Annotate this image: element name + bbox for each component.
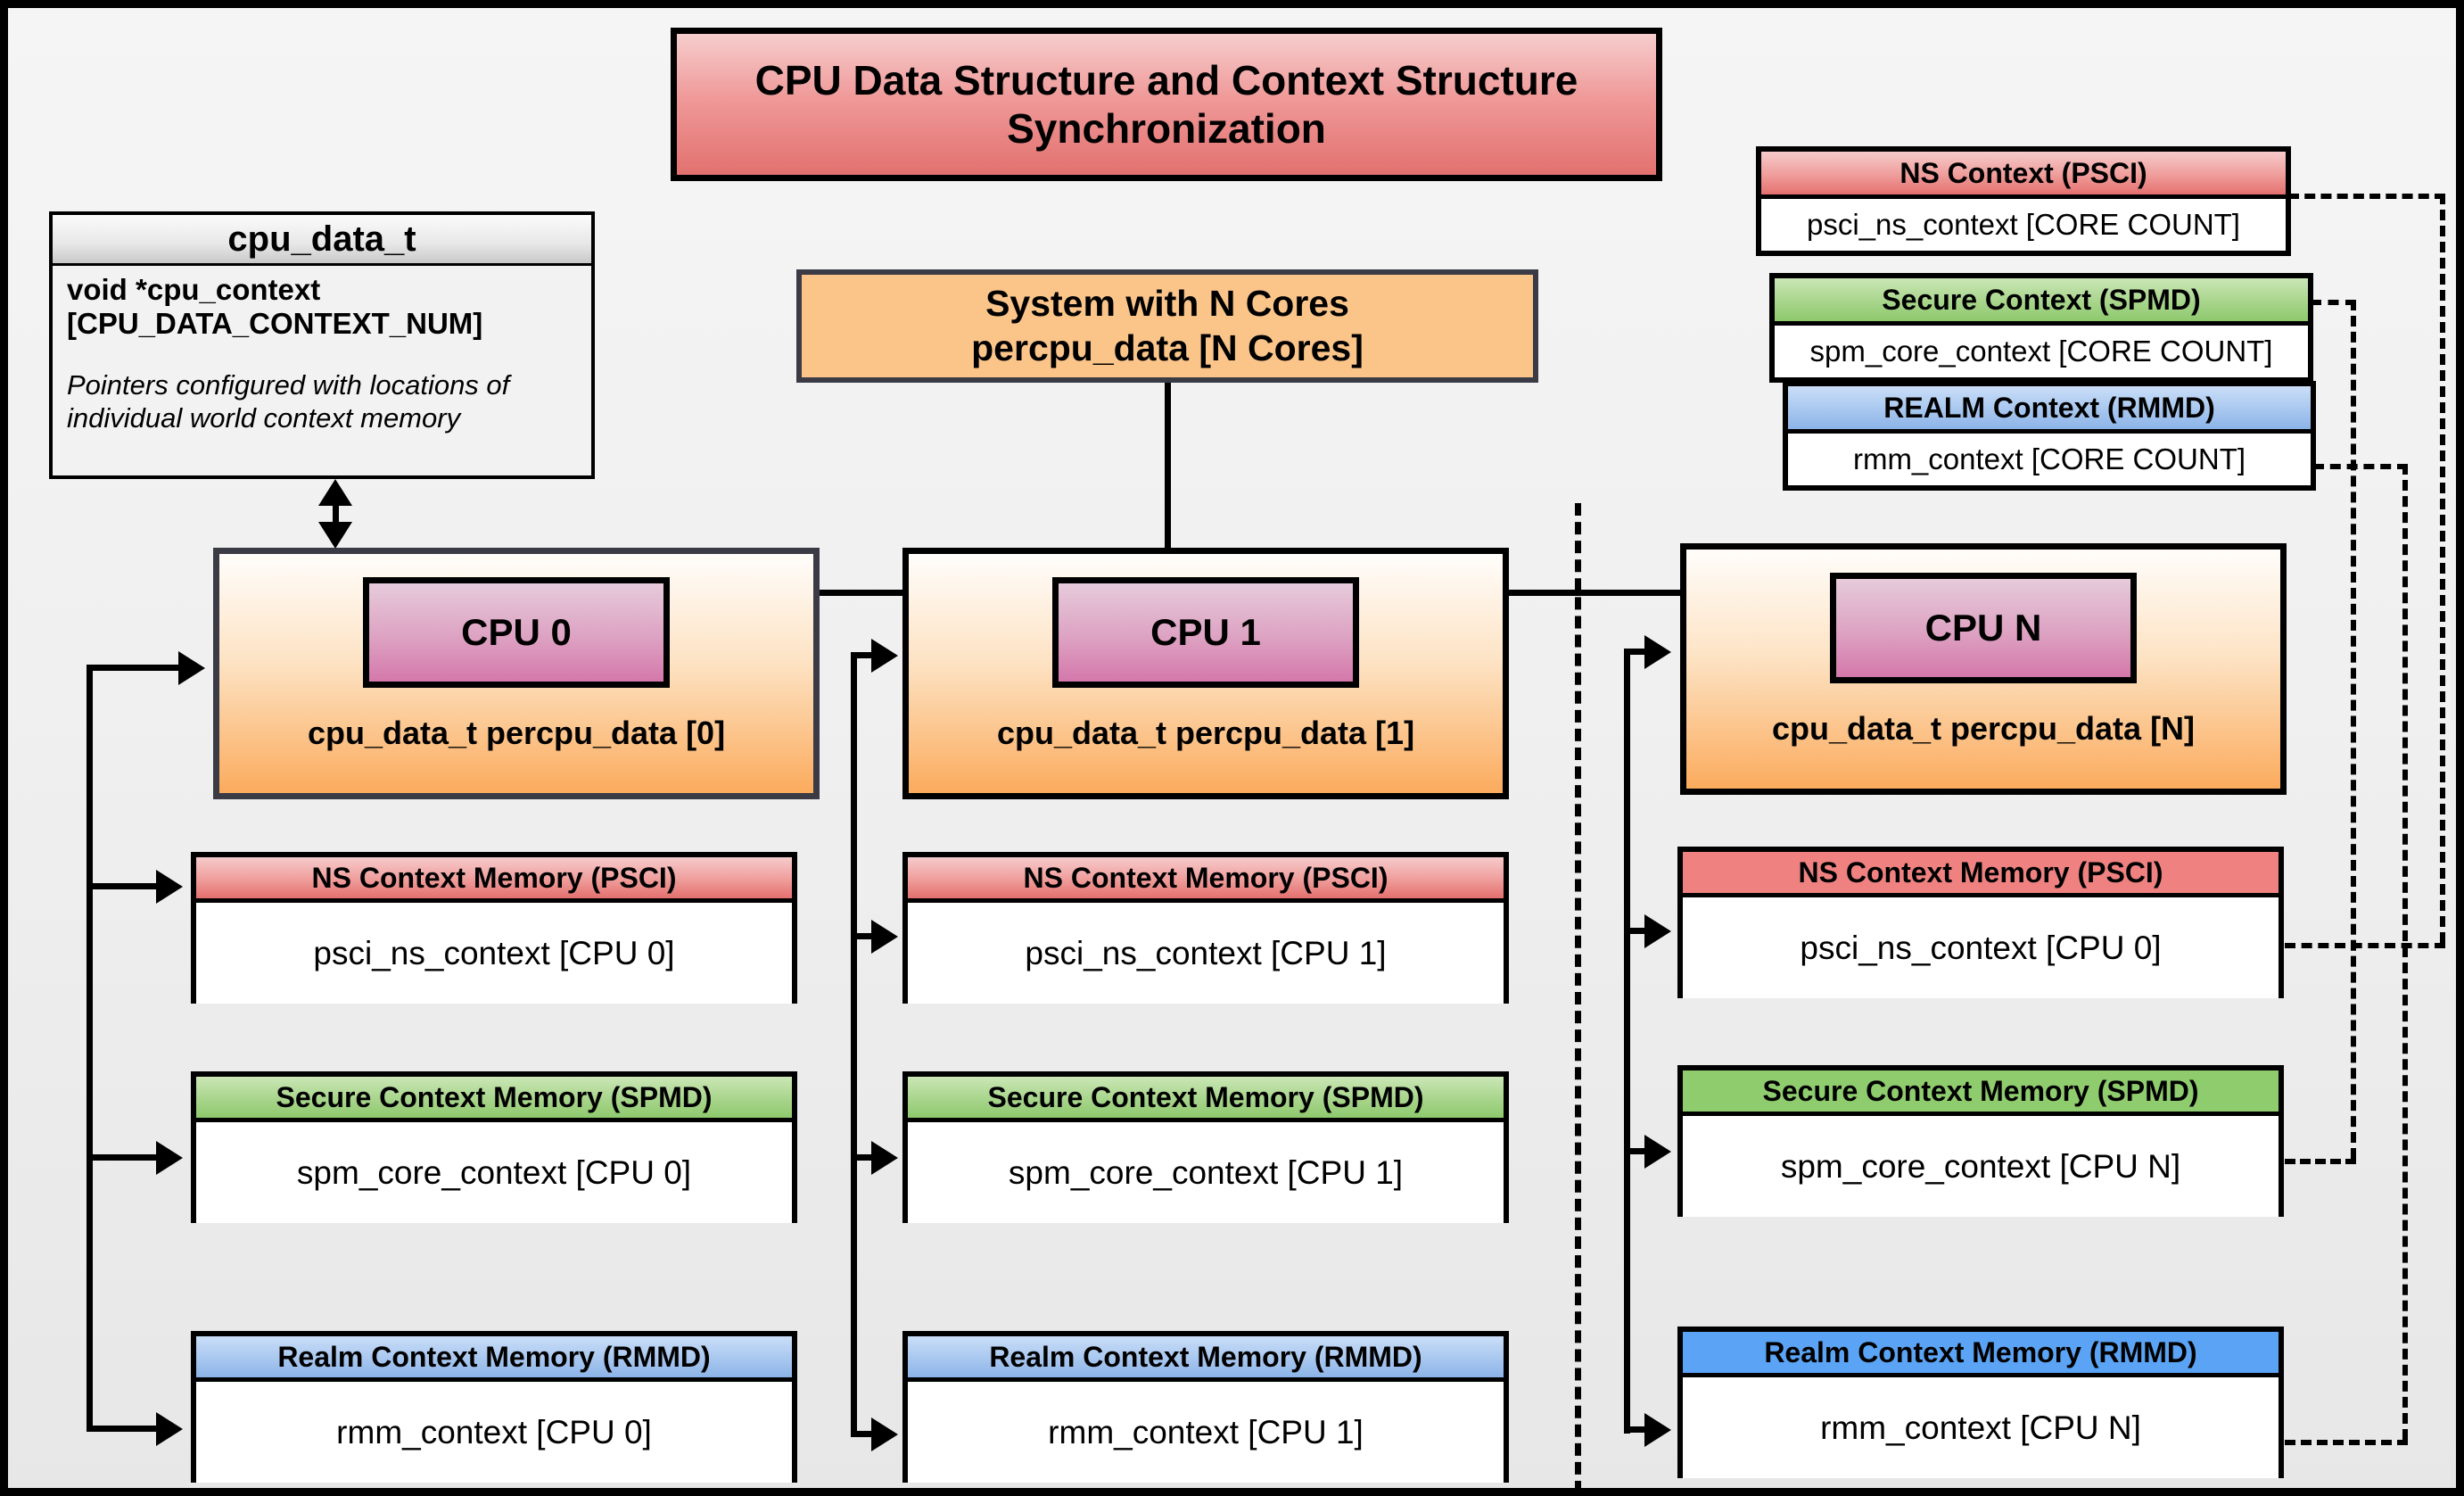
cpu1-bracket-arm-realm — [851, 1431, 876, 1437]
system-box-line1: System with N Cores — [985, 283, 1349, 325]
cpu1-bracket-arm-secure — [851, 1154, 876, 1161]
column-divider-dashed — [1575, 503, 1581, 1488]
dashed-link-ns-bottom — [2285, 943, 2445, 948]
dashed-link-realm-bottom — [2285, 1440, 2408, 1445]
memory-secure-header-cpu1: Secure Context Memory (SPMD) — [908, 1077, 1504, 1122]
dashed-link-ns-vertical — [2440, 194, 2445, 943]
memory-box-ns-cpu1: NS Context Memory (PSCI) psci_ns_context… — [902, 852, 1509, 1004]
memory-realm-header-cpu1: Realm Context Memory (RMMD) — [908, 1336, 1504, 1382]
cpu-data-t-field: void *cpu_context [CPU_DATA_CONTEXT_NUM] — [67, 273, 483, 341]
dashed-link-realm-vertical — [2402, 464, 2408, 1440]
cpu-data-t-struct-box: cpu_data_t void *cpu_context [CPU_DATA_C… — [49, 211, 595, 479]
cpu-chip-0: CPU 0 — [363, 577, 670, 688]
cpu-card-0: CPU 0 cpu_data_t percpu_data [0] — [213, 548, 820, 799]
cpu0-bracket-arrow-secure — [156, 1141, 183, 1175]
cpun-bracket-arrow-ns — [1644, 914, 1671, 948]
legend-ns-header: NS Context (PSCI) — [1761, 152, 2286, 199]
legend-ns-body: psci_ns_context [CORE COUNT] — [1761, 199, 2286, 251]
system-with-n-cores-box: System with N Cores percpu_data [N Cores… — [796, 269, 1538, 383]
memory-secure-header-cpun: Secure Context Memory (SPMD) — [1683, 1070, 2279, 1116]
cpu0-bracket-arrow-realm — [156, 1412, 183, 1446]
system-tree-stem — [1165, 383, 1171, 595]
dashed-link-secure-vertical — [2351, 300, 2356, 1159]
memory-realm-header-cpu0: Realm Context Memory (RMMD) — [196, 1336, 792, 1382]
legend-box-secure-context: Secure Context (SPMD) spm_core_context [… — [1769, 273, 2313, 383]
memory-ns-body-cpu0: psci_ns_context [CPU 0] — [196, 903, 792, 1004]
page-title: CPU Data Structure and Context Structure… — [671, 28, 1662, 181]
memory-box-ns-cpun: NS Context Memory (PSCI) psci_ns_context… — [1677, 847, 2284, 998]
cpu-data-link-dash — [333, 506, 339, 522]
cpun-bracket-arm-secure — [1624, 1148, 1649, 1154]
page-title-text: CPU Data Structure and Context Structure… — [754, 56, 1578, 152]
memory-box-secure-cpun: Secure Context Memory (SPMD) spm_core_co… — [1677, 1065, 2284, 1217]
legend-box-realm-context: REALM Context (RMMD) rmm_context [CORE C… — [1783, 381, 2316, 491]
cpu0-bracket-arrow-ns — [156, 870, 183, 904]
memory-box-realm-cpu1: Realm Context Memory (RMMD) rmm_context … — [902, 1331, 1509, 1483]
memory-secure-body-cpun: spm_core_context [CPU N] — [1683, 1116, 2279, 1217]
memory-box-secure-cpu1: Secure Context Memory (SPMD) spm_core_co… — [902, 1071, 1509, 1223]
memory-box-realm-cpun: Realm Context Memory (RMMD) rmm_context … — [1677, 1327, 2284, 1478]
cpun-bracket-arrow-realm — [1644, 1413, 1671, 1447]
cpu-data-t-note: Pointers configured with locations of in… — [67, 368, 510, 434]
memory-ns-header-cpu1: NS Context Memory (PSCI) — [908, 857, 1504, 903]
cpun-bracket-arm-ns — [1624, 928, 1649, 934]
memory-ns-body-cpun: psci_ns_context [CPU 0] — [1683, 897, 2279, 998]
memory-realm-body-cpu1: rmm_context [CPU 1] — [908, 1382, 1504, 1483]
cpu-card-1: CPU 1 cpu_data_t percpu_data [1] — [902, 548, 1509, 799]
cpun-bracket-arrow-card — [1644, 635, 1671, 669]
cpu0-bracket-arm-secure — [87, 1154, 162, 1161]
cpun-bracket-arrow-secure — [1644, 1135, 1671, 1169]
legend-realm-body: rmm_context [CORE COUNT] — [1788, 434, 2311, 485]
cpu0-bracket-arrow-card — [178, 651, 205, 685]
memory-realm-body-cpu0: rmm_context [CPU 0] — [196, 1382, 792, 1483]
memory-secure-body-cpu0: spm_core_context [CPU 0] — [196, 1122, 792, 1223]
legend-secure-header: Secure Context (SPMD) — [1775, 278, 2308, 326]
cpun-bracket-arm-realm — [1624, 1426, 1649, 1433]
memory-box-ns-cpu0: NS Context Memory (PSCI) psci_ns_context… — [191, 852, 797, 1004]
cpu-data-t-title: cpu_data_t — [53, 215, 591, 266]
memory-ns-body-cpu1: psci_ns_context [CPU 1] — [908, 903, 1504, 1004]
memory-secure-body-cpu1: spm_core_context [CPU 1] — [908, 1122, 1504, 1223]
cpu0-bracket-trunk — [87, 665, 93, 1432]
dashed-link-ns-top — [2288, 194, 2445, 199]
cpu1-bracket-arrow-realm — [871, 1417, 898, 1451]
cpu1-bracket-arrow-ns — [871, 920, 898, 954]
cpu0-bracket-arm-card — [87, 665, 185, 671]
memory-box-secure-cpu0: Secure Context Memory (SPMD) spm_core_co… — [191, 1071, 797, 1223]
system-box-line2: percpu_data [N Cores] — [971, 326, 1364, 368]
memory-realm-body-cpun: rmm_context [CPU N] — [1683, 1377, 2279, 1478]
memory-box-realm-cpu0: Realm Context Memory (RMMD) rmm_context … — [191, 1331, 797, 1483]
cpu1-bracket-arm-ns — [851, 933, 876, 939]
cpu-card-n: CPU N cpu_data_t percpu_data [N] — [1680, 543, 2287, 795]
cpu-chip-1: CPU 1 — [1052, 577, 1359, 688]
cpu0-bracket-arm-ns — [87, 883, 162, 889]
cpu1-bracket-trunk — [851, 652, 857, 1437]
cpu1-bracket-arm-card — [851, 652, 876, 658]
cpu-card-label-0: cpu_data_t percpu_data [0] — [307, 715, 726, 751]
memory-ns-header-cpu0: NS Context Memory (PSCI) — [196, 857, 792, 903]
memory-realm-header-cpun: Realm Context Memory (RMMD) — [1683, 1332, 2279, 1377]
cpu1-bracket-arrow-card — [871, 639, 898, 673]
cpu-data-link-arrow-down — [318, 522, 352, 549]
dashed-link-secure-top — [2311, 300, 2356, 305]
cpu1-bracket-arrow-secure — [871, 1141, 898, 1175]
legend-realm-header: REALM Context (RMMD) — [1788, 386, 2311, 434]
cpun-bracket-trunk — [1624, 649, 1630, 1434]
legend-box-ns-context: NS Context (PSCI) psci_ns_context [CORE … — [1756, 146, 2291, 256]
memory-ns-header-cpun: NS Context Memory (PSCI) — [1683, 852, 2279, 897]
cpu-data-link-arrow-up — [318, 479, 352, 506]
memory-secure-header-cpu0: Secure Context Memory (SPMD) — [196, 1077, 792, 1122]
cpu-chip-n: CPU N — [1830, 573, 2137, 683]
dashed-link-realm-top — [2313, 464, 2408, 469]
cpu-card-label-n: cpu_data_t percpu_data [N] — [1771, 710, 2196, 747]
cpu0-bracket-arm-realm — [87, 1426, 162, 1432]
legend-secure-body: spm_core_context [CORE COUNT] — [1775, 326, 2308, 377]
cpu-card-label-1: cpu_data_t percpu_data [1] — [996, 715, 1415, 751]
cpu-data-t-body: void *cpu_context [CPU_DATA_CONTEXT_NUM]… — [53, 266, 591, 434]
dashed-link-secure-bottom — [2285, 1159, 2356, 1164]
cpun-bracket-arm-card — [1624, 649, 1649, 655]
